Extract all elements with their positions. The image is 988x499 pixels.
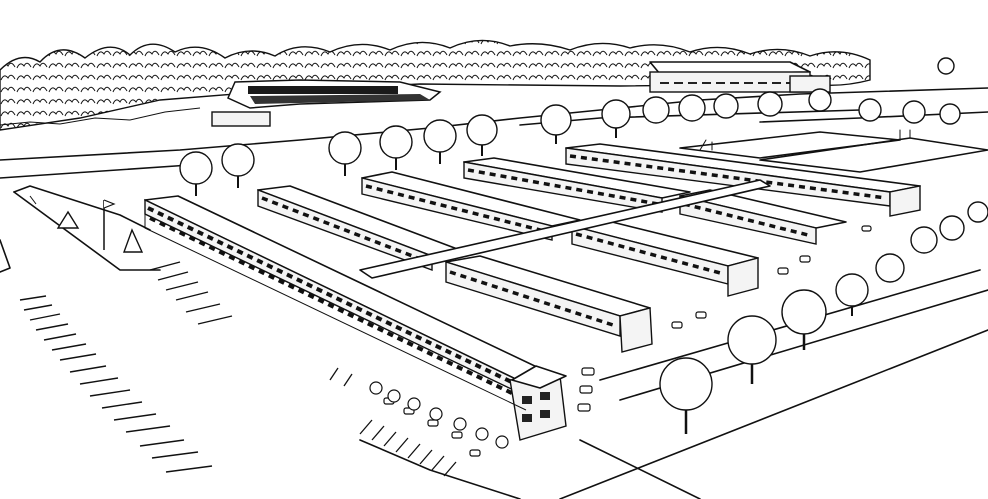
parked-cars — [383, 225, 872, 457]
tree — [221, 143, 255, 188]
shrubs — [369, 381, 509, 449]
parking-lot-front — [329, 367, 457, 477]
parking-lot-left — [19, 261, 233, 473]
tree — [939, 215, 965, 241]
tree — [678, 94, 706, 122]
tree — [967, 201, 988, 223]
tree — [713, 93, 739, 119]
tree — [642, 96, 670, 124]
classroom-wing-d — [463, 157, 691, 213]
tree — [910, 226, 938, 254]
classroom-wing-e — [565, 143, 921, 217]
tree — [937, 57, 955, 75]
classroom-wing-g — [571, 219, 759, 297]
trees — [179, 57, 988, 434]
tree — [466, 114, 498, 156]
sports-fields — [679, 129, 988, 173]
tree — [659, 357, 713, 434]
entry-plaza — [29, 195, 144, 253]
tree — [423, 119, 457, 164]
tree — [540, 104, 572, 144]
tree — [781, 289, 827, 350]
classroom-wing-b — [257, 185, 461, 272]
tree — [727, 315, 777, 384]
stadium — [211, 79, 442, 127]
tree — [601, 99, 631, 138]
classroom-wing-h — [445, 255, 653, 353]
covered-walkway — [359, 179, 771, 279]
tree — [835, 273, 869, 316]
tree — [902, 100, 926, 124]
tree — [939, 103, 961, 125]
tree — [757, 91, 783, 117]
tree — [858, 98, 882, 122]
classroom-wing-f — [679, 189, 847, 245]
tree — [875, 253, 905, 283]
gymnasium-building — [649, 61, 831, 93]
main-front-building — [144, 195, 567, 441]
tree — [179, 151, 213, 196]
tree — [808, 88, 832, 112]
tree — [328, 131, 362, 176]
classroom-wing-c — [361, 171, 581, 241]
tree — [379, 125, 413, 170]
